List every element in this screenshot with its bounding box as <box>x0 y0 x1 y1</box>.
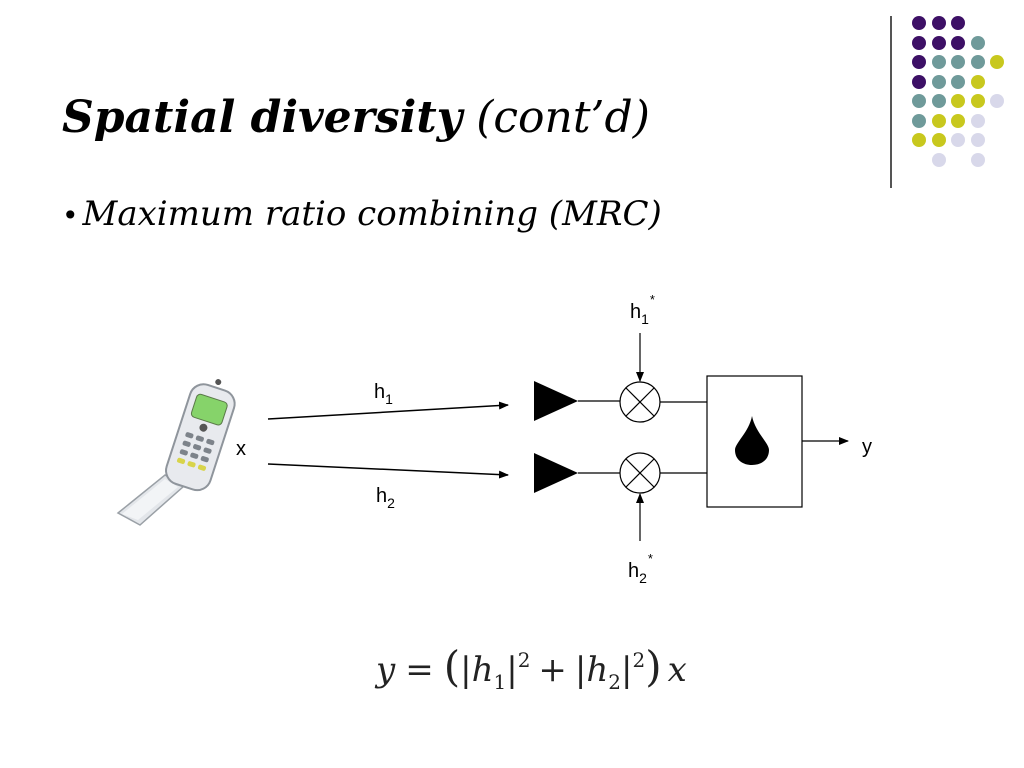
decor-dot <box>912 55 926 69</box>
decor-dot <box>951 113 965 128</box>
decor-dot <box>912 35 926 50</box>
decor-dot <box>970 55 985 69</box>
multiplier-2-icon <box>619 452 661 494</box>
channel-1-arrow <box>267 401 509 420</box>
antenna-1-icon <box>534 381 578 421</box>
channel-1-label: h1 <box>374 381 393 407</box>
multiplier-1-icon <box>619 381 661 423</box>
decor-dot <box>912 74 926 89</box>
decor-dot <box>912 113 926 128</box>
decor-dot <box>970 74 985 89</box>
decor-dot <box>951 94 965 108</box>
bullet-item: •Maximum ratio combining (MRC) <box>62 190 662 240</box>
decor-dot <box>951 133 965 147</box>
decor-dot <box>931 152 946 167</box>
decor-dot <box>931 113 946 128</box>
decor-dot <box>931 16 946 30</box>
weight-2-label: h2* <box>628 551 653 586</box>
decor-dot <box>990 94 1004 108</box>
decor-dot <box>951 16 965 30</box>
decor-dot <box>931 94 946 108</box>
summation-drop-icon <box>735 416 769 465</box>
decor-dot <box>912 94 926 108</box>
output-label: y <box>862 436 872 458</box>
source-label: x <box>236 438 246 460</box>
decor-dot <box>931 133 946 147</box>
antenna-2-icon <box>534 453 578 493</box>
channel-2-arrow <box>267 463 509 479</box>
decor-dot <box>970 113 985 128</box>
decor-dot <box>970 35 985 50</box>
decor-dot <box>951 35 965 50</box>
decor-dot <box>931 74 946 89</box>
decor-dot <box>931 55 946 69</box>
slide-title: Spatial diversity (cont’d) <box>62 88 650 148</box>
bullet-text: Maximum ratio combining (MRC) <box>82 194 662 234</box>
channel-2-label: h2 <box>376 485 395 511</box>
decor-dot <box>912 133 926 147</box>
decor-dot <box>970 133 985 147</box>
decor-dot <box>970 94 985 108</box>
weight-1-label: h1* <box>630 292 655 327</box>
bullet-marker: • <box>62 199 79 232</box>
title-suffix: (cont’d) <box>476 92 650 143</box>
decor-dot <box>970 152 985 167</box>
mrc-formula: y=(|h1|2+|h2|2)x <box>374 642 687 694</box>
decor-dot <box>951 55 965 69</box>
decor-dot <box>990 55 1004 69</box>
decor-divider <box>890 16 892 188</box>
title-main: Spatial diversity <box>62 92 463 143</box>
decor-dot <box>912 16 926 30</box>
mobile-phone-icon <box>116 379 236 526</box>
decor-dot <box>931 35 946 50</box>
decor-dot <box>951 74 965 89</box>
